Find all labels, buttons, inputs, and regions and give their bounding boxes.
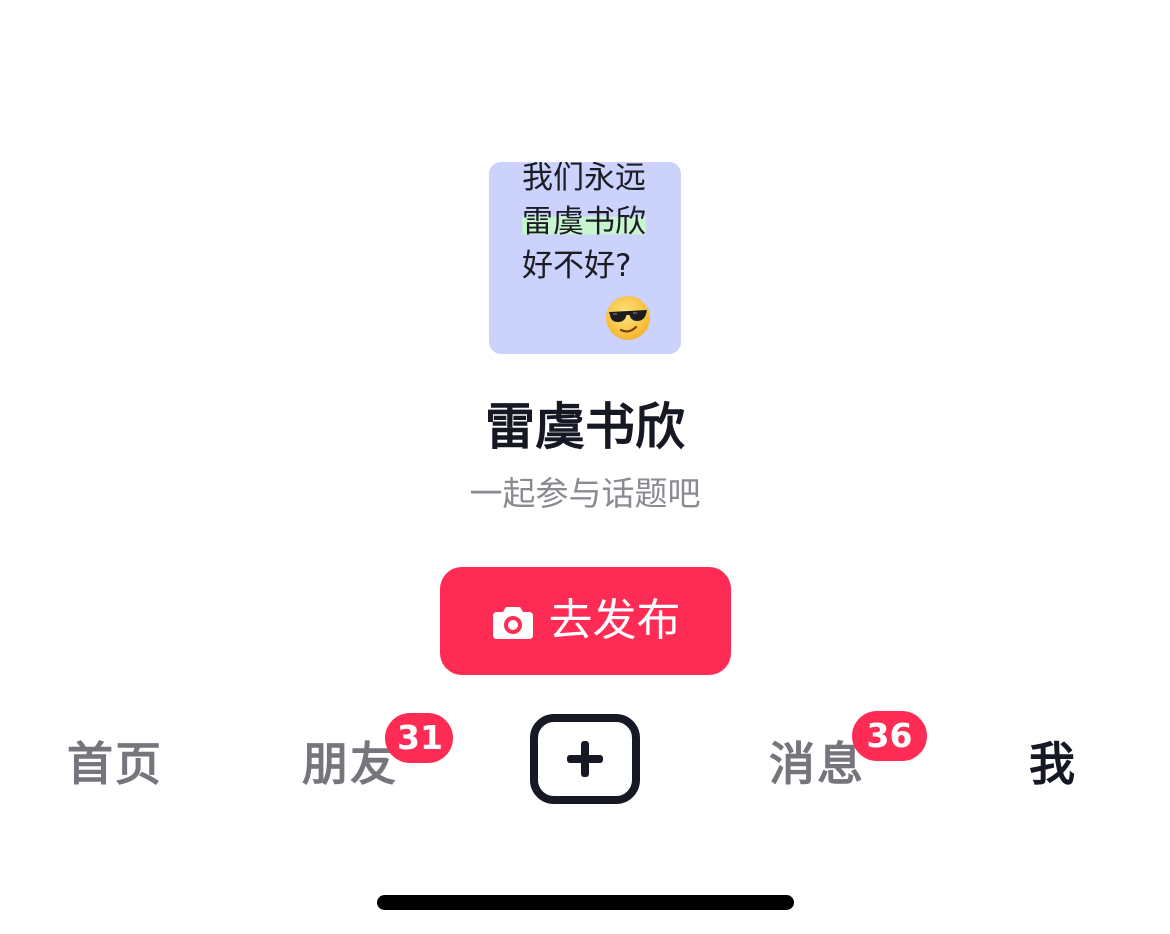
plus-square-icon bbox=[530, 714, 640, 804]
friends-badge: 31 bbox=[385, 713, 453, 763]
tab-me[interactable]: 我 bbox=[978, 730, 1128, 792]
sunglasses-smiley-icon bbox=[606, 296, 650, 340]
camera-icon bbox=[492, 607, 533, 639]
tab-me-label: 我 bbox=[1029, 737, 1077, 791]
tab-friends[interactable]: 朋友 bbox=[275, 730, 425, 792]
cover-line-2: 雷虞书欣 bbox=[522, 200, 646, 244]
cover-line-3: 好不好? bbox=[522, 248, 632, 284]
cover-text: 我们永远 雷虞书欣 好不好? bbox=[522, 162, 646, 288]
create-button[interactable] bbox=[530, 714, 640, 804]
cover-line-1: 我们永远 bbox=[522, 162, 646, 196]
bottom-tab-bar: 首页 朋友 31 消息 36 我 bbox=[0, 700, 1170, 830]
topic-cover-image[interactable]: 我们永远 雷虞书欣 好不好? bbox=[489, 162, 681, 354]
home-indicator[interactable] bbox=[377, 895, 794, 910]
tab-friends-label: 朋友 bbox=[302, 737, 398, 791]
topic-title: 雷虞书欣 bbox=[485, 398, 685, 456]
inbox-badge: 36 bbox=[852, 711, 927, 761]
tab-home-label: 首页 bbox=[67, 737, 163, 791]
tab-home[interactable]: 首页 bbox=[40, 730, 190, 792]
tab-inbox-label: 消息 bbox=[769, 737, 865, 791]
tab-inbox[interactable]: 消息 bbox=[742, 730, 892, 792]
cover-line-2-text: 雷虞书欣 bbox=[522, 204, 646, 240]
publish-button[interactable]: 去发布 bbox=[440, 567, 731, 675]
publish-button-label: 去发布 bbox=[548, 595, 681, 646]
topic-subtitle: 一起参与话题吧 bbox=[469, 474, 701, 513]
